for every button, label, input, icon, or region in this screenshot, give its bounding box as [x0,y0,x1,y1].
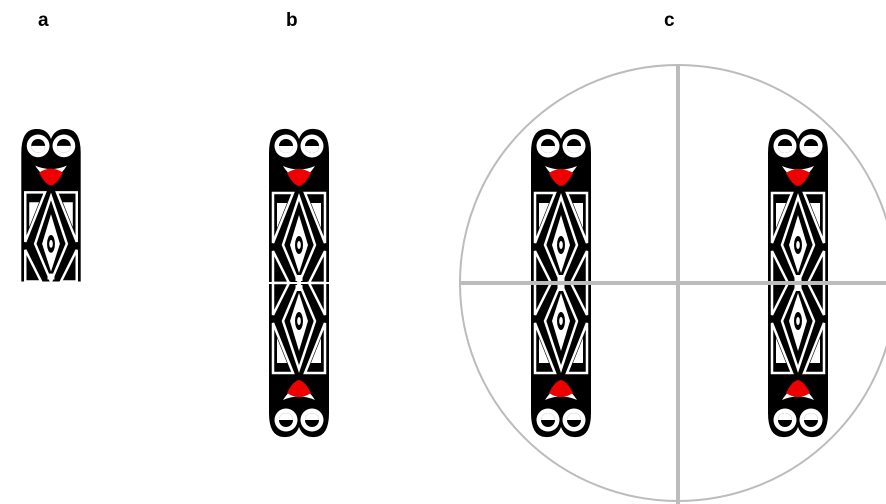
motif-unit-a [20,127,82,283]
panel-label-c: c [664,10,675,31]
panel-label-b: b [286,10,298,31]
panel-label-a: a [38,10,49,31]
